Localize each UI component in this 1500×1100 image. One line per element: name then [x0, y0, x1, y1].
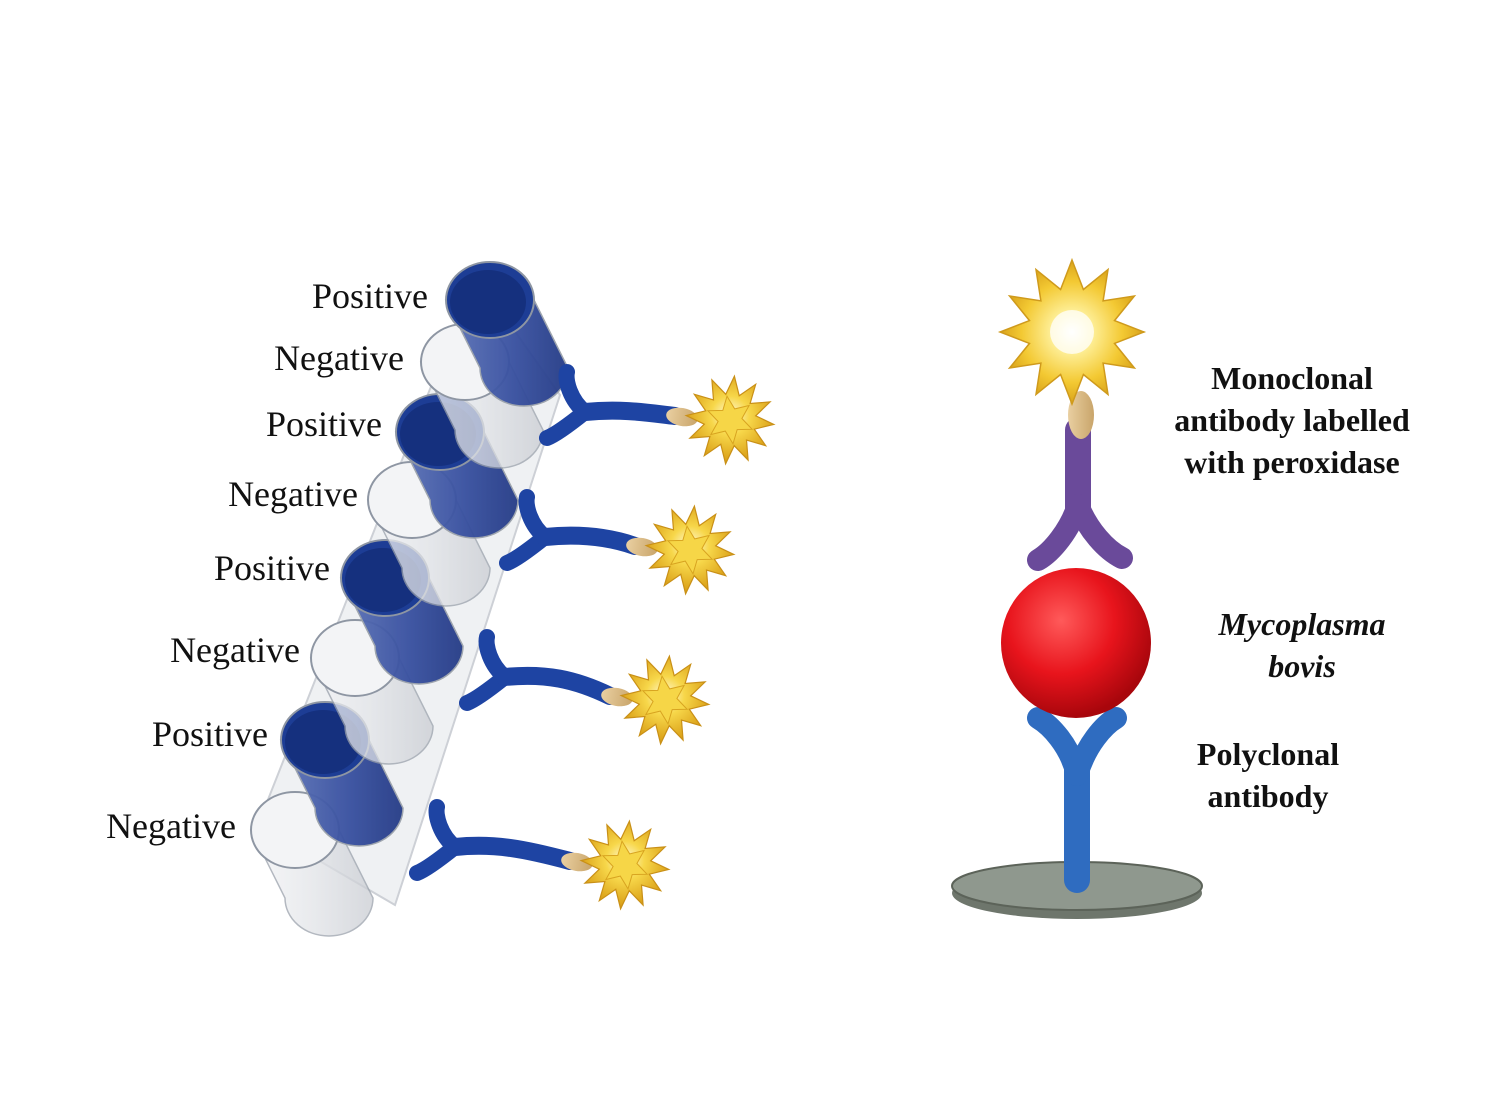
polyclonal-antibody-label: Polyclonal antibody — [1118, 733, 1418, 817]
star-glow — [1050, 310, 1094, 354]
linker — [626, 537, 658, 557]
star-core — [641, 674, 689, 726]
well-liquid — [450, 270, 526, 334]
well-label: Positive — [311, 276, 428, 316]
well-label: Positive — [265, 404, 382, 444]
sandwich-assay-illustration — [951, 257, 1203, 919]
bacterium-icon — [1001, 568, 1151, 718]
well-label: Negative — [106, 806, 236, 846]
well-label: Negative — [274, 338, 404, 378]
linker — [561, 852, 593, 872]
well-label: Positive — [213, 548, 330, 588]
mycoplasma-bovis-label: Mycoplasma bovis — [1152, 603, 1452, 687]
label-line: bovis — [1268, 648, 1336, 684]
label-line: with peroxidase — [1184, 444, 1400, 480]
label-line: antibody — [1207, 778, 1329, 814]
well-label: Positive — [151, 714, 268, 754]
labelled-antibody — [499, 489, 736, 596]
linker — [1068, 391, 1094, 439]
star-core — [601, 839, 649, 891]
linker — [666, 407, 698, 427]
labelled-antibody-group — [409, 364, 776, 911]
label-line: Mycoplasma — [1218, 606, 1386, 642]
labelled-antibody — [539, 364, 776, 466]
antibody-stem — [576, 401, 684, 425]
label-line: Monoclonal — [1211, 360, 1373, 396]
star-core — [706, 394, 754, 446]
well-label: Negative — [228, 474, 358, 514]
labelled-antibody — [409, 799, 671, 911]
label-line: antibody labelled — [1174, 402, 1410, 438]
polyclonal-arm — [1066, 707, 1127, 786]
monoclonal-arm — [1067, 494, 1133, 569]
well-icon — [444, 261, 569, 407]
antibody-stem — [496, 666, 619, 705]
well-strip — [249, 261, 569, 937]
well-liquid — [285, 710, 361, 774]
well-label: Negative — [170, 630, 300, 670]
labelled-antibody — [459, 629, 711, 746]
monoclonal-antibody-label: Monoclonal antibody labelled with peroxi… — [1142, 357, 1442, 483]
linker — [601, 687, 633, 707]
antibody-stem — [536, 526, 644, 555]
well-icon — [279, 701, 404, 847]
antibody-stem — [446, 836, 579, 870]
star-core — [666, 524, 714, 576]
label-line: Polyclonal — [1196, 736, 1340, 772]
